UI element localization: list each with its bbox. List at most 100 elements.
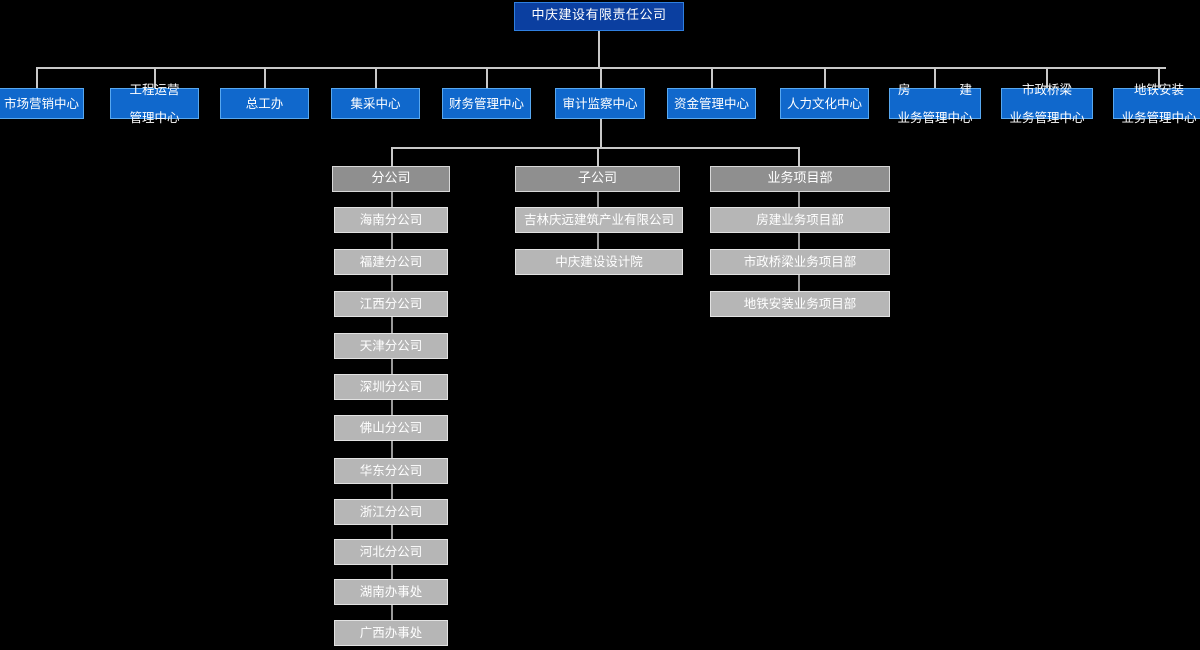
- org-node-dept-municipal-bridge-business-line1: 市政桥梁: [1021, 81, 1072, 97]
- org-node-group-project-depts[interactable]: 业务项目部: [710, 166, 890, 192]
- org-node-subsidiary-jilin-qingyuan-label: 吉林庆远建筑产业有限公司: [523, 212, 674, 227]
- connector-subsidiary-chain-1: [597, 233, 599, 249]
- connector-branch-chain-4: [391, 359, 393, 374]
- org-node-subsidiary-jilin-qingyuan[interactable]: 吉林庆远建筑产业有限公司: [515, 207, 683, 233]
- org-node-branch-hunan-office-label: 湖南办事处: [359, 584, 423, 599]
- connector-stub-dept-1: [154, 67, 156, 88]
- org-node-branch-hunan-office[interactable]: 湖南办事处: [334, 579, 448, 605]
- connector-stub-dept-8: [934, 67, 936, 88]
- org-node-dept-chief-engineer[interactable]: 总工办: [220, 88, 309, 119]
- org-node-dept-capital-label: 资金管理中心: [673, 95, 749, 111]
- org-node-dept-metro-install-business-label: 地铁安装 业务管理中心: [1121, 69, 1196, 139]
- org-node-project-building[interactable]: 房建业务项目部: [710, 207, 890, 233]
- connector-level2-drop: [600, 119, 602, 147]
- org-node-branch-guangxi-office-label: 广西办事处: [359, 625, 423, 640]
- org-node-group-project-depts-label: 业务项目部: [767, 170, 833, 186]
- org-node-branch-fujian-label: 福建分公司: [359, 254, 423, 269]
- connector-stub-dept-10: [1158, 67, 1160, 88]
- org-node-dept-market-label: 市场营销中心: [3, 95, 79, 111]
- connector-branch-chain-0: [391, 192, 393, 207]
- connector-branch-chain-6: [391, 441, 393, 458]
- org-node-dept-municipal-bridge-business-label: 市政桥梁 业务管理中心: [1009, 69, 1084, 139]
- org-node-branch-zhejiang-label: 浙江分公司: [359, 504, 423, 519]
- org-node-dept-engineering-ops-label: 工程运营 管理中心: [129, 69, 179, 139]
- org-node-branch-guangxi-office[interactable]: 广西办事处: [334, 620, 448, 646]
- org-node-branch-hebei-label: 河北分公司: [359, 544, 423, 559]
- org-node-branch-jiangxi[interactable]: 江西分公司: [334, 291, 448, 317]
- org-node-branch-hebei[interactable]: 河北分公司: [334, 539, 448, 565]
- org-node-dept-finance-label: 财务管理中心: [448, 95, 524, 111]
- org-node-root[interactable]: 中庆建设有限责任公司: [514, 2, 684, 31]
- org-node-branch-hainan[interactable]: 海南分公司: [334, 207, 448, 233]
- org-node-branch-fujian[interactable]: 福建分公司: [334, 249, 448, 275]
- org-node-dept-engineering-ops-line1: 工程运营: [129, 81, 180, 97]
- org-node-branch-shenzhen[interactable]: 深圳分公司: [334, 374, 448, 400]
- connector-stub-dept-4: [486, 67, 488, 88]
- org-node-dept-procurement-label: 集采中心: [350, 95, 401, 111]
- connector-branch-chain-7: [391, 484, 393, 499]
- org-node-project-metro-install-label: 地铁安装业务项目部: [743, 296, 857, 311]
- connector-stub-dept-7: [824, 67, 826, 88]
- org-node-dept-metro-install-business-line1: 地铁安装: [1133, 81, 1184, 97]
- org-node-group-subsidiaries[interactable]: 子公司: [515, 166, 680, 192]
- connector-subsidiary-chain-0: [597, 192, 599, 207]
- connector-branch-chain-10: [391, 605, 393, 620]
- connector-branch-chain-5: [391, 400, 393, 415]
- org-node-dept-municipal-bridge-business[interactable]: 市政桥梁 业务管理中心: [1001, 82, 1093, 124]
- org-node-dept-audit[interactable]: 审计监察中心: [555, 88, 645, 119]
- org-node-project-metro-install[interactable]: 地铁安装业务项目部: [710, 291, 890, 317]
- org-node-subsidiary-design-institute[interactable]: 中庆建设设计院: [515, 249, 683, 275]
- org-node-dept-market[interactable]: 市场营销中心: [0, 88, 84, 119]
- org-node-branch-huadong-label: 华东分公司: [359, 463, 423, 478]
- connector-branch-chain-1: [391, 233, 393, 249]
- org-node-dept-hr-culture-label: 人力文化中心: [786, 95, 862, 111]
- org-node-dept-municipal-bridge-business-line2: 业务管理中心: [1009, 109, 1085, 125]
- org-node-dept-building-business-line2: 业务管理中心: [897, 109, 973, 125]
- org-node-branch-jiangxi-label: 江西分公司: [359, 296, 423, 311]
- org-node-branch-zhejiang[interactable]: 浙江分公司: [334, 499, 448, 525]
- org-node-dept-building-business-line1: 房 建: [898, 81, 981, 97]
- org-node-dept-metro-install-business-line2: 业务管理中心: [1121, 109, 1197, 125]
- org-node-subsidiary-design-institute-label: 中庆建设设计院: [555, 254, 643, 269]
- org-node-project-municipal-bridge-label: 市政桥梁业务项目部: [743, 254, 857, 269]
- connector-stub-dept-6: [711, 67, 713, 88]
- connector-branch-chain-2: [391, 275, 393, 291]
- org-node-group-subsidiaries-label: 子公司: [577, 170, 617, 186]
- connector-branch-chain-9: [391, 565, 393, 579]
- org-node-root-label: 中庆建设有限责任公司: [531, 8, 667, 24]
- connector-stub-dept-5: [600, 67, 602, 88]
- org-node-branch-shenzhen-label: 深圳分公司: [359, 379, 423, 394]
- org-node-branch-foshan[interactable]: 佛山分公司: [334, 415, 448, 441]
- connector-stub-dept-2: [264, 67, 266, 88]
- org-node-branch-foshan-label: 佛山分公司: [359, 420, 423, 435]
- org-node-branch-hainan-label: 海南分公司: [359, 212, 423, 227]
- connector-stub-dept-3: [375, 67, 377, 88]
- connector-branch-chain-8: [391, 525, 393, 539]
- org-node-dept-audit-label: 审计监察中心: [562, 95, 638, 111]
- org-node-project-municipal-bridge[interactable]: 市政桥梁业务项目部: [710, 249, 890, 275]
- org-node-dept-metro-install-business[interactable]: 地铁安装 业务管理中心: [1113, 82, 1200, 124]
- org-node-dept-capital[interactable]: 资金管理中心: [667, 88, 756, 119]
- org-node-dept-chief-engineer-label: 总工办: [245, 95, 284, 111]
- connector-stub-dept-0: [36, 67, 38, 88]
- connector-branch-chain-3: [391, 317, 393, 333]
- connector-stub-group-2: [798, 147, 800, 166]
- org-node-branch-tianjin[interactable]: 天津分公司: [334, 333, 448, 359]
- org-node-branch-tianjin-label: 天津分公司: [359, 338, 423, 353]
- org-node-dept-finance[interactable]: 财务管理中心: [442, 88, 531, 119]
- org-node-dept-engineering-ops[interactable]: 工程运营 管理中心: [110, 82, 199, 124]
- org-node-dept-hr-culture[interactable]: 人力文化中心: [780, 88, 869, 119]
- connector-stub-group-1: [597, 147, 599, 166]
- org-node-dept-building-business[interactable]: 房 建 业务管理中心: [889, 82, 981, 124]
- org-node-group-branches[interactable]: 分公司: [332, 166, 450, 192]
- connector-project-chain-2: [798, 275, 800, 291]
- connector-project-chain-0: [798, 192, 800, 207]
- org-node-group-branches-label: 分公司: [371, 170, 411, 186]
- org-node-dept-procurement[interactable]: 集采中心: [331, 88, 420, 119]
- org-node-dept-building-business-label: 房 建 业务管理中心: [890, 69, 980, 139]
- org-node-dept-engineering-ops-line2: 管理中心: [129, 109, 180, 125]
- org-node-branch-huadong[interactable]: 华东分公司: [334, 458, 448, 484]
- connector-root-drop: [598, 31, 600, 67]
- connector-level2-bus: [391, 147, 800, 149]
